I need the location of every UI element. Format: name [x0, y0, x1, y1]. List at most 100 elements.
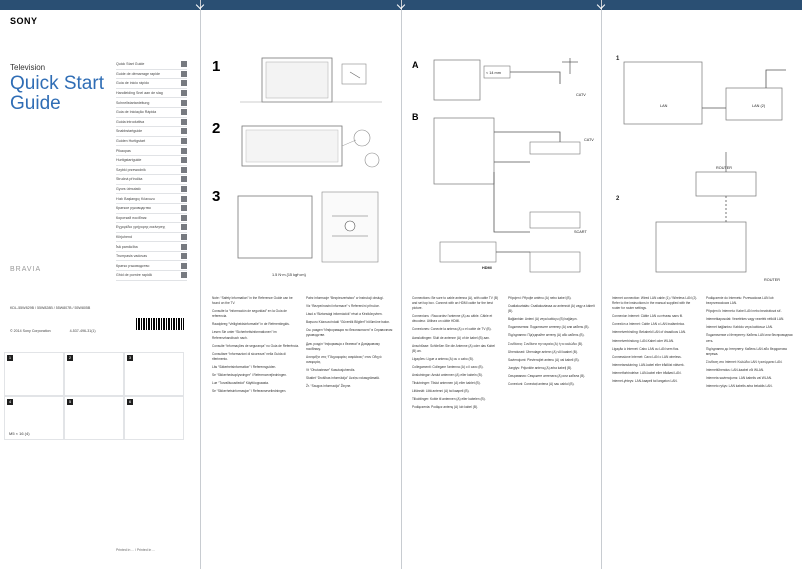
settop-box-connection-diagram: [433, 117, 581, 273]
step-1-illustration: [240, 57, 382, 103]
scart-label: SCART: [574, 230, 587, 234]
language-marker-icon: [181, 90, 187, 97]
language-label: Guiden Hurtigstart: [116, 139, 146, 144]
item-tag: 4: [7, 399, 13, 405]
note-paragraph: Patrz informacje “Bezpieczeństwo” w Inst…: [306, 296, 384, 300]
note-paragraph: Žr. “Saugos informacija” Žinyne.: [306, 384, 352, 389]
language-marker-icon: [181, 157, 187, 164]
note-paragraph: Див. розділ “Інформація з безпеки” в Дов…: [306, 341, 380, 351]
notes-column-2: Patrz informacje “Bezpieczeństwo” w Inst…: [306, 296, 394, 392]
language-item: Handleiding Snel aan de slag: [116, 89, 187, 99]
note-paragraph: Připojení k Internetu: Kabel LAN nebo be…: [706, 309, 782, 314]
router-label: ROUTER: [716, 166, 733, 170]
language-marker-icon: [181, 186, 187, 193]
note-paragraph: İnternet bağlantısı: Kablolu veya kablos…: [706, 325, 773, 330]
length-label: < 14 mm: [486, 71, 501, 75]
catv-label-b: CATV: [584, 138, 594, 142]
language-label: Hurtigstartguide: [116, 158, 142, 163]
note-paragraph: Başvuru Kılavuzu'ndaki “Güvenlik Bilgile…: [306, 320, 391, 325]
note-paragraph: Aansluitingen: Sluit de antenne (A) of d…: [412, 335, 490, 340]
copyright-text: © 2014 Sony Corporation: [10, 329, 51, 333]
note-paragraph: Bağlantılar: Anteni (A) veya kabloyu (B)…: [508, 317, 578, 322]
brand-logo: SONY: [10, 16, 38, 26]
language-marker-icon: [181, 224, 187, 231]
note-paragraph: Anschlüsse: Schließen Sie die Antenne (A…: [412, 343, 495, 353]
notes-column-1: Note: “Safety Information” in the Refere…: [212, 296, 300, 397]
step-one-label: 1: [616, 56, 620, 62]
product-category: Television: [10, 63, 46, 72]
language-label: Quick Start Guide: [116, 62, 145, 67]
language-label: Handleiding Snel aan de slag: [116, 91, 163, 96]
note-paragraph: Συνδέσεις: Συνδέστε την κεραία (A) ή το …: [508, 341, 583, 346]
torque-caption: 1.5 N·m {15 kgf·cm}: [272, 273, 306, 277]
language-item: Guide de démarrage rapide: [116, 70, 187, 80]
language-marker-icon: [181, 243, 187, 250]
note-paragraph: Ligação à Internet: Cabo LAN ou LAN sem …: [612, 346, 680, 351]
language-label: Guía de inicio rápido: [116, 81, 149, 86]
lan-label: LAN: [660, 104, 668, 108]
language-label: Guida introduttiva: [116, 119, 145, 124]
note-paragraph: Läs “Säkerhetsinformation” i Referensgui…: [212, 364, 277, 369]
language-marker-icon: [181, 195, 187, 202]
language-item: Gyors útmutató: [116, 185, 187, 195]
language-label: Kiirjuhend: [116, 234, 132, 239]
notes-column-4: Připojení: Připojte anténu (A) nebo kabe…: [508, 296, 596, 390]
copyright: © 2014 Sony Corporation 4-537-496-31(1): [10, 329, 96, 333]
note-paragraph: Se “Sikkerhetsinformasjon” i Referanseve…: [212, 389, 287, 394]
note-paragraph: Interneta savienojums: LAN kabelis vai W…: [706, 376, 772, 381]
fold-line: [200, 0, 201, 569]
step-2-illustration: [241, 125, 380, 168]
language-item: Hızlı Başlangıç Kılavuzu: [116, 194, 187, 204]
printing-note: Printed in ... / Printed in ...: [116, 548, 156, 552]
language-label: Stručná příručka: [116, 177, 143, 182]
note-paragraph: Свързвания: Свържете антената (A) или ка…: [508, 373, 586, 378]
note-paragraph: См. раздел “Информация по безопасности” …: [306, 328, 393, 338]
language-marker-icon: [181, 205, 187, 212]
note-paragraph: Ανατρέξτε στις “Πληροφορίες ασφάλειας” σ…: [306, 354, 382, 364]
note-paragraph: Collegamenti: Collegare l'antenna (A) o …: [412, 364, 484, 369]
language-marker-icon: [181, 61, 187, 68]
language-label: Краткое руководство: [116, 206, 151, 211]
language-marker-icon: [181, 253, 187, 260]
language-marker-icon: [181, 166, 187, 173]
hdmi-label: HDMI: [482, 266, 492, 270]
item-tag: 2: [67, 355, 73, 361]
notes-column-5: Internet connection: Wired LAN cable (1)…: [612, 296, 698, 387]
note-paragraph: Conexión a Internet: Cable LAN o LAN ina…: [612, 322, 685, 327]
note-paragraph: Internet connection: Wired LAN cable (1)…: [612, 296, 698, 311]
notes-column-6: Podłączenie do Internetu: Przewodowa LAN…: [706, 296, 796, 392]
step-1-number: 1: [212, 58, 221, 75]
fold-line: [601, 0, 602, 569]
note-paragraph: Podłączenia: Podłącz antenę (A) lub kabe…: [412, 405, 478, 410]
supplied-item: 3: [124, 352, 184, 396]
note-paragraph: Ühendused: Ühendage antenn (A) või kaabe…: [508, 349, 578, 354]
note-paragraph: Connessione Internet: Cavo LAN o LAN wir…: [612, 354, 682, 359]
note-paragraph: Podłączenie do Internetu: Przewodowa LAN…: [706, 296, 774, 306]
note-paragraph: Σύνδεση στο Internet: Καλώδιο LAN ή ασύρ…: [706, 359, 783, 364]
language-marker-icon: [181, 262, 187, 269]
model-numbers: KDL-55W829B / 55W828B / 55W807B / 55W805…: [10, 306, 91, 310]
document-title: Quick Start Guide: [10, 73, 104, 114]
note-paragraph: Ligações: Ligue a antena (A) ou o cabo (…: [412, 356, 474, 361]
step-3-number: 3: [212, 188, 221, 205]
language-item: Pikaopas: [116, 146, 187, 156]
language-item: Trumpasis vadovas: [116, 252, 187, 262]
language-marker-icon: [181, 176, 187, 183]
note-paragraph: Internetforbindelse: LAN-kabel eller trå…: [612, 370, 682, 375]
language-label: Ghid de pornire rapidă: [116, 273, 152, 278]
language-marker-icon: [181, 99, 187, 106]
language-marker-icon: [181, 138, 187, 145]
note-paragraph: Lesen Sie unter “Sicherheitsinformatione…: [212, 330, 277, 340]
language-marker-icon: [181, 214, 187, 221]
note-paragraph: Viz “Bezpečnostní informace” v Referenčn…: [306, 304, 380, 309]
supplied-item: 5: [64, 396, 124, 440]
language-item: Короткий посібник: [116, 214, 187, 224]
language-item: Szybki przewodnik: [116, 166, 187, 176]
note-paragraph: Internetanslutning: LAN-kabel eller tråd…: [612, 362, 685, 367]
note-paragraph: Vt “Ohutusteave” Kasutusjuhendis.: [306, 367, 356, 372]
part-number: 4-537-496-31(1): [69, 329, 96, 333]
note-paragraph: Connexions : Raccordez l'antenne (A) au …: [412, 314, 493, 324]
